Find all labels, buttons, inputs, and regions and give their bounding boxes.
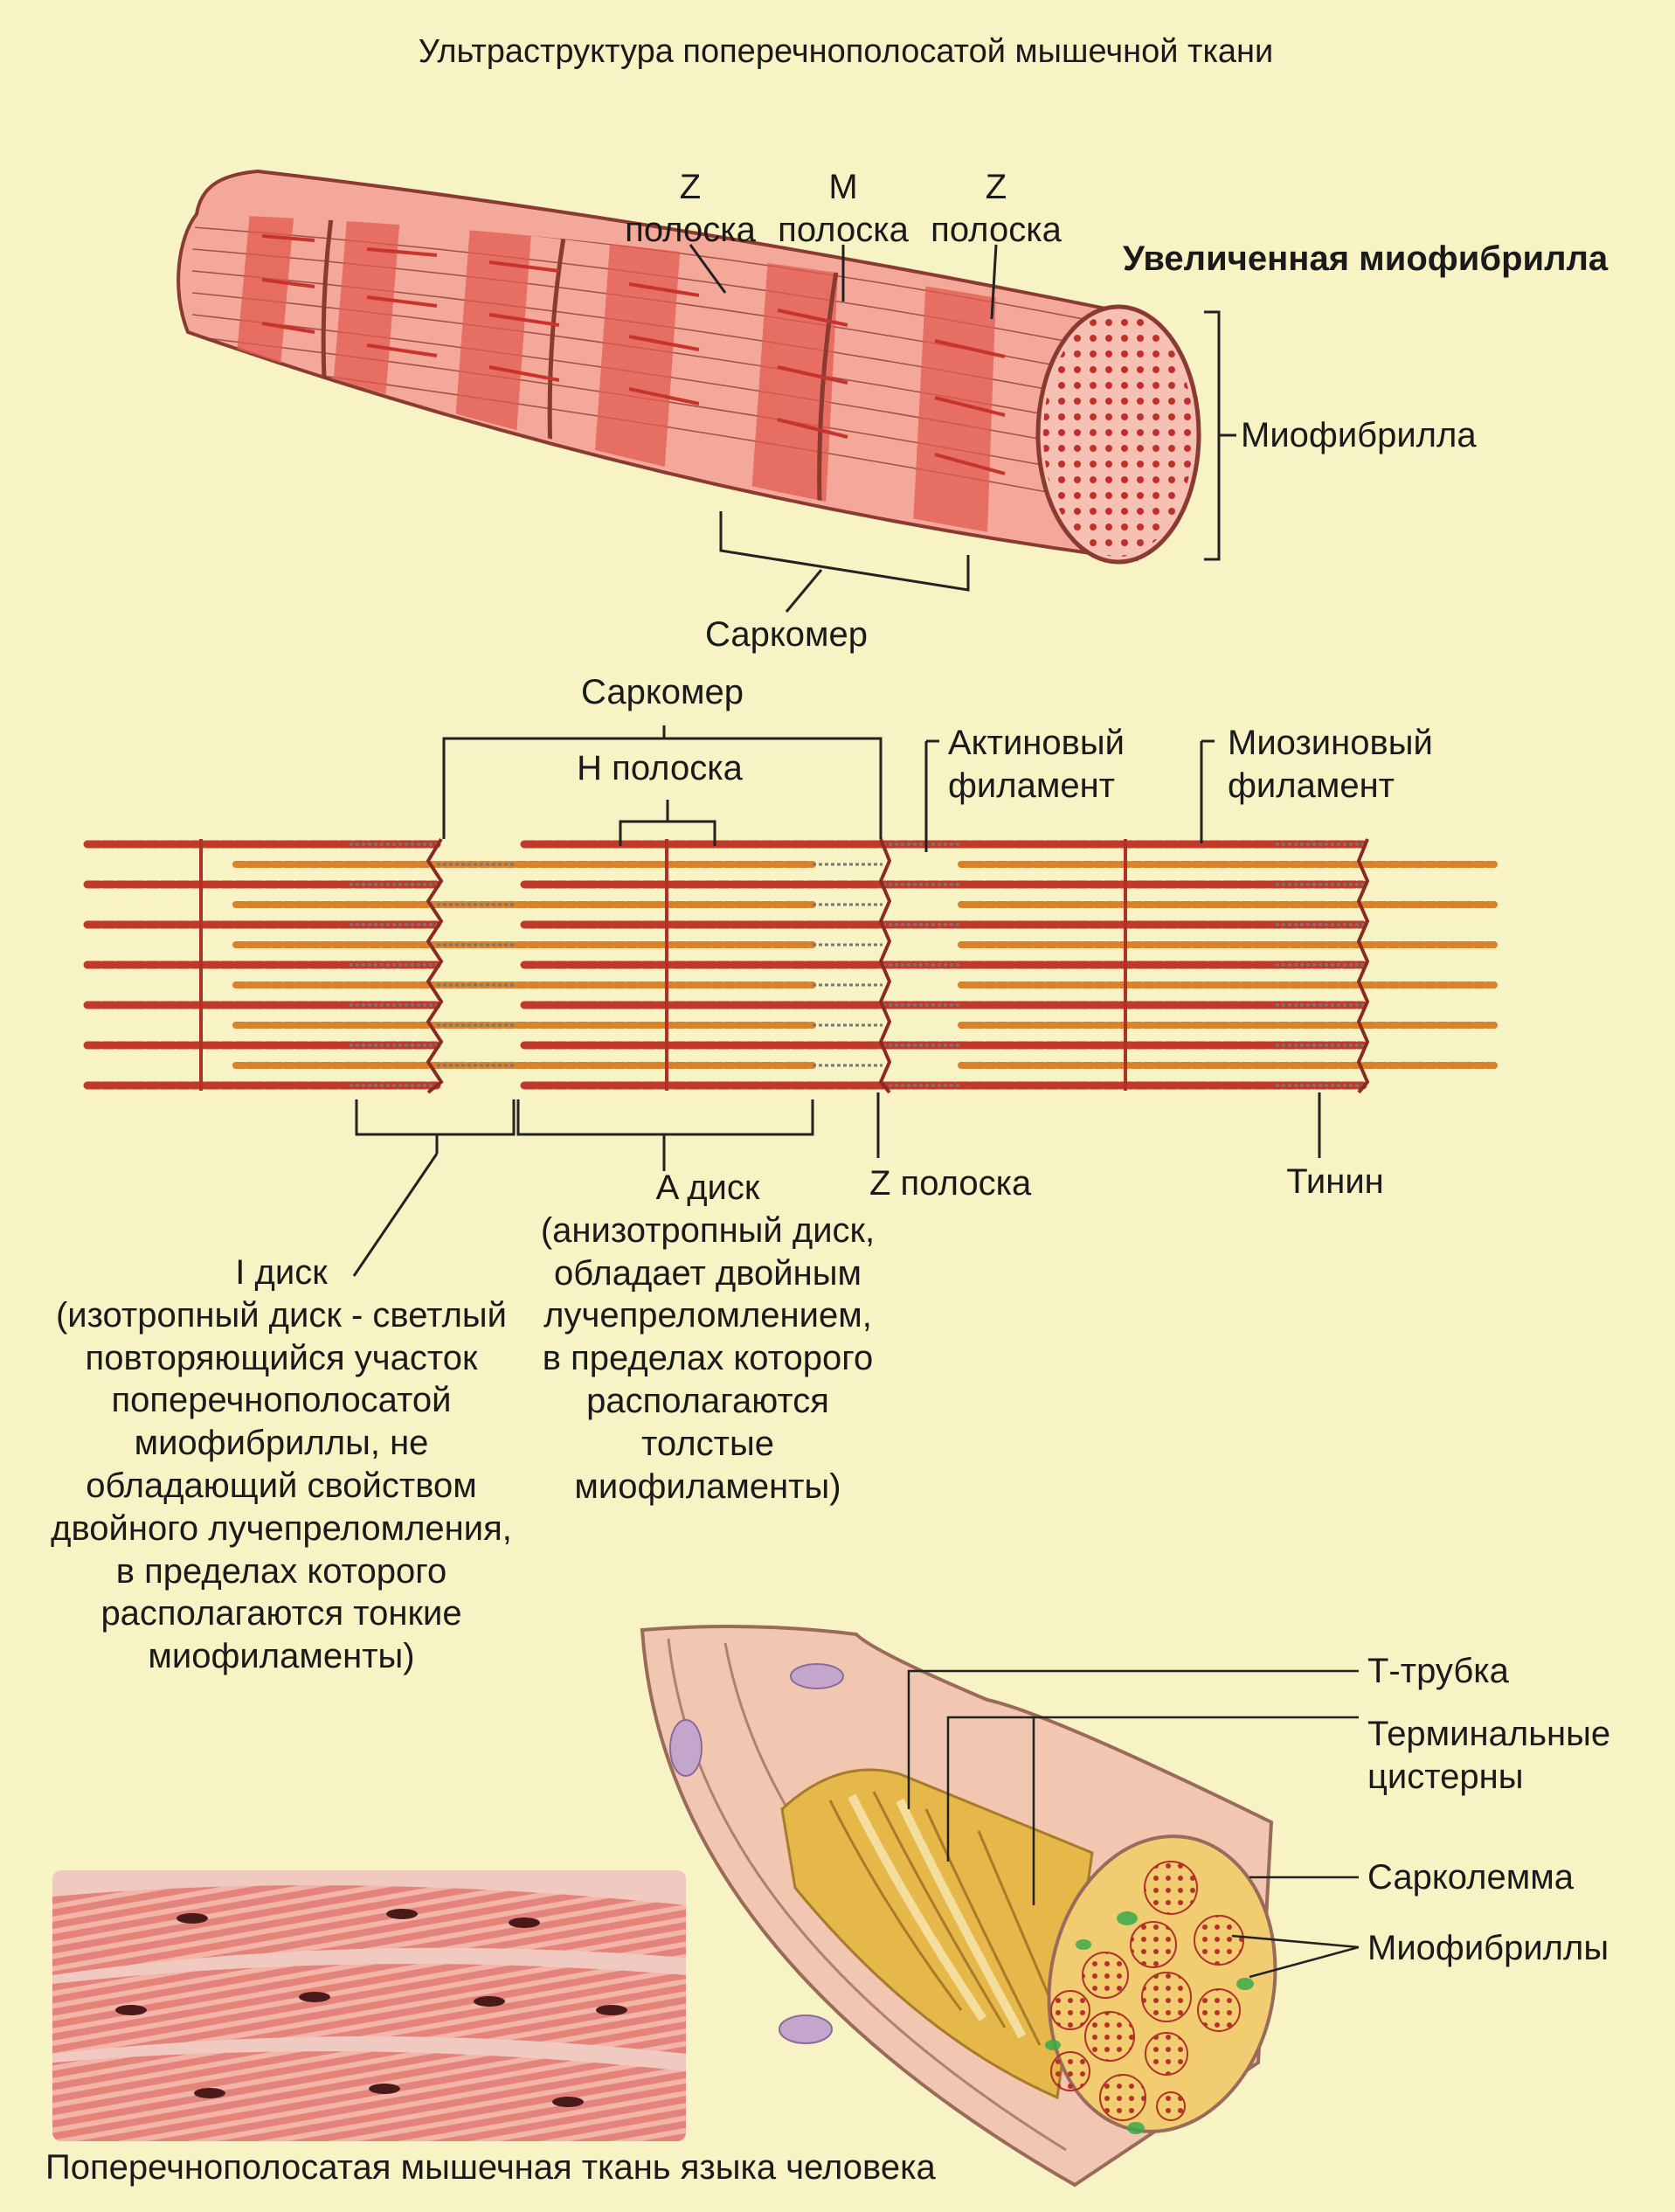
actin-filaments xyxy=(83,840,1367,1090)
tissue-photo xyxy=(52,1870,686,2141)
nucleus xyxy=(669,1719,703,1777)
i-disc-label: I диск (изотропный диск - светлый повтор… xyxy=(51,1253,512,1676)
myofibril-label: Миофибрилла xyxy=(1241,416,1477,454)
sarcolemma-label: Сарколемма xyxy=(1367,1858,1574,1896)
z-band-label: Z полоска xyxy=(869,1164,1032,1203)
titin-coils xyxy=(350,843,1367,1087)
sarcomere-label: Саркомер xyxy=(580,673,744,711)
sarcomere-label-top: Саркомер xyxy=(704,615,869,654)
myofibrils-label: Миофибриллы xyxy=(1367,1929,1609,1967)
z-band-label-left: Z полоска xyxy=(625,168,756,249)
t-tubule-label: Т-трубка xyxy=(1367,1652,1509,1690)
page-title: Ультраструктура поперечнополосатой мышеч… xyxy=(418,33,1274,70)
myosin-filament-label: Миозиновый филамент xyxy=(1228,724,1433,805)
muscle-fiber-illustration xyxy=(640,1625,1360,2188)
myosin-filaments xyxy=(232,861,1498,1069)
sarcomere-diagram xyxy=(83,725,1498,1277)
terminal-cisterns-label: Терминальные цистерны xyxy=(1367,1715,1611,1796)
actin-filament-label: Актиновый филамент xyxy=(948,724,1125,805)
myofibril-circles xyxy=(1050,1861,1244,2121)
nucleus xyxy=(790,1663,844,1689)
m-band-label: M полоска xyxy=(778,168,909,249)
nucleus xyxy=(779,2014,833,2044)
tissue-photo-caption: Поперечнополосатая мышечная ткань языка … xyxy=(45,2148,936,2187)
a-disc-label: A диск (анизотропный диск, обладает двой… xyxy=(540,1168,876,1506)
myofibril-illustration xyxy=(176,169,1236,613)
z-band-label-right: Z полоска xyxy=(931,168,1062,249)
titin-label: Тинин xyxy=(1286,1162,1384,1201)
m-lines xyxy=(199,839,1127,1091)
z-lines xyxy=(426,837,1370,1094)
h-band-label: H полоска xyxy=(577,749,743,787)
mitochondria xyxy=(1045,1911,1254,2134)
enlarged-myofibril-heading: Увеличенная миофибрилла xyxy=(1123,239,1609,278)
